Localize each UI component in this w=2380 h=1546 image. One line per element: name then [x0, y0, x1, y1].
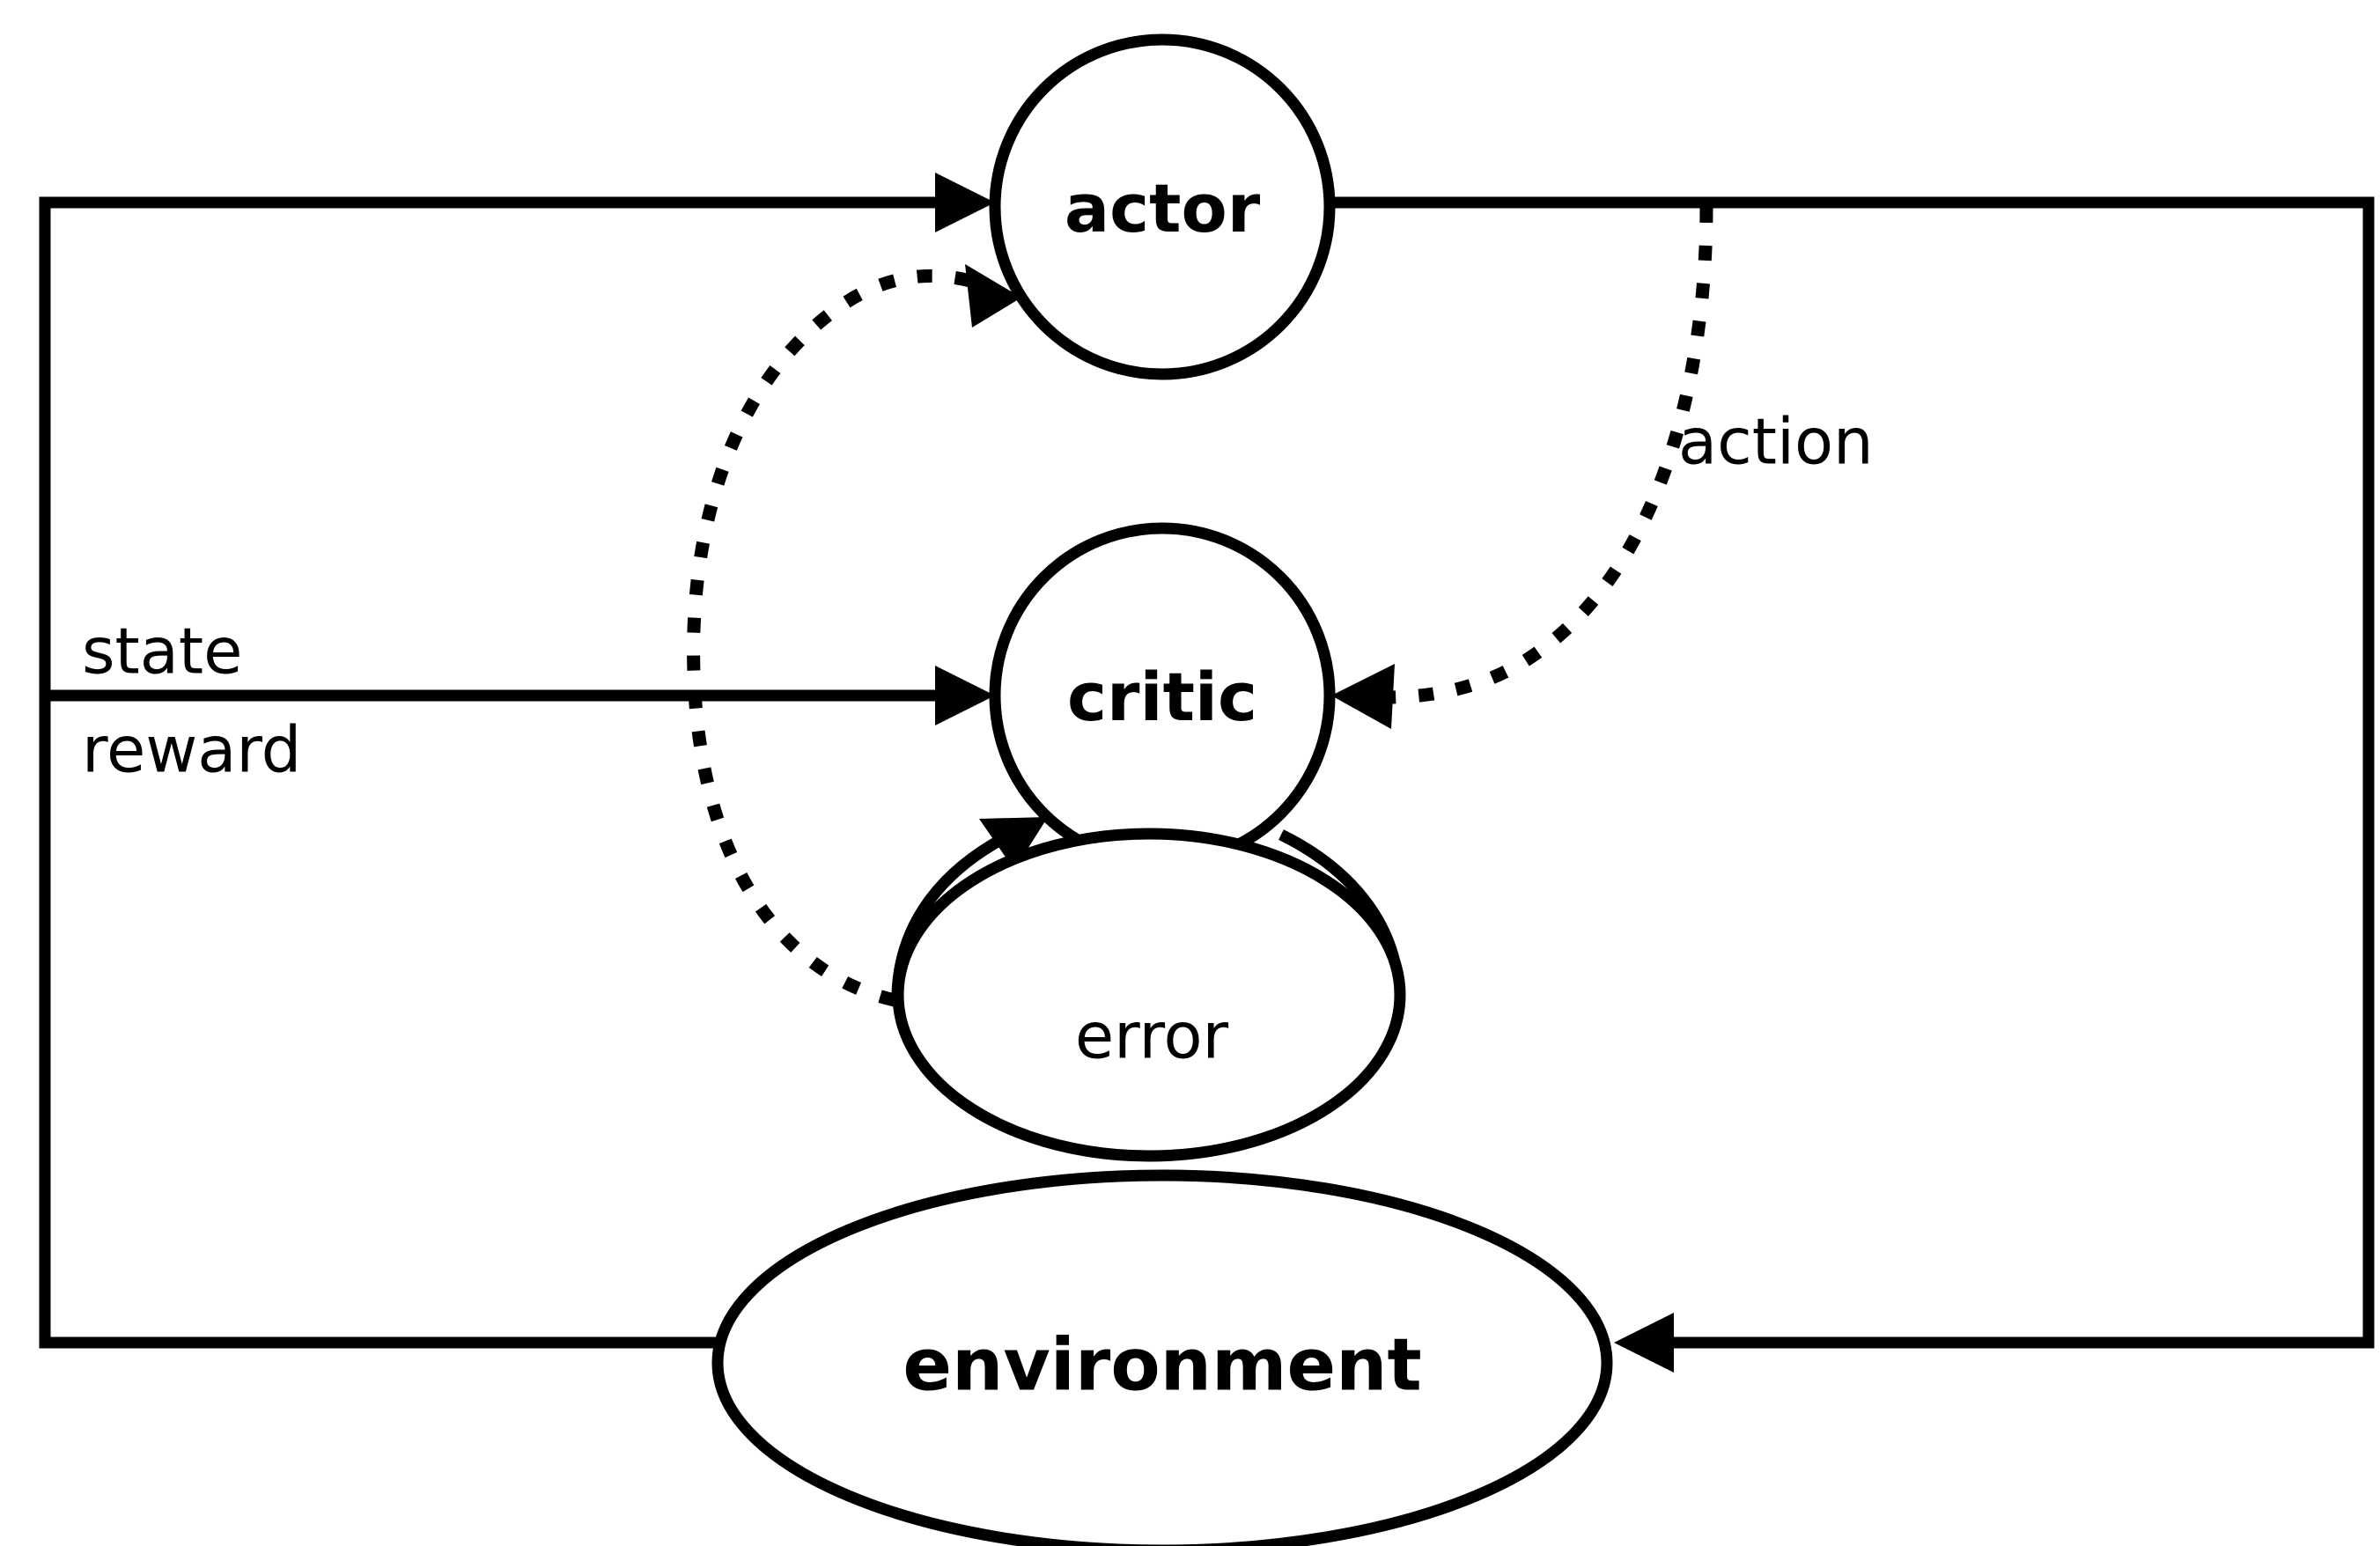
state-feedback-bus-path	[39, 196, 976, 1349]
environment-node-label: environment	[903, 1323, 1421, 1407]
action-dotted-arrowhead-into-critic	[1331, 664, 1395, 729]
reward-arrowhead-into-critic	[935, 666, 995, 725]
error-to-critic-arrowhead	[979, 817, 1048, 870]
action-dotted-path-to-critic	[1371, 207, 1713, 704]
error-dotted-arrowhead-into-actor	[965, 264, 1021, 328]
actor-node[interactable]	[989, 33, 1336, 380]
critic-node-label: critic	[1067, 658, 1257, 736]
state-edge-label: state	[82, 615, 242, 688]
state-arrowhead-into-actor	[935, 173, 995, 232]
action-edge-label: action	[1678, 405, 1874, 479]
environment-node[interactable]	[711, 1169, 1613, 1546]
action-arrowhead-into-environment	[1614, 1313, 1674, 1373]
reward-edge-label: reward	[82, 713, 301, 787]
error-node-label: error	[1075, 999, 1229, 1073]
error-dotted-path-to-actor	[687, 269, 982, 1007]
error-node[interactable]	[892, 828, 1406, 1162]
action-bus-path	[1330, 196, 2375, 1349]
actor-node-label: actor	[1065, 169, 1261, 247]
